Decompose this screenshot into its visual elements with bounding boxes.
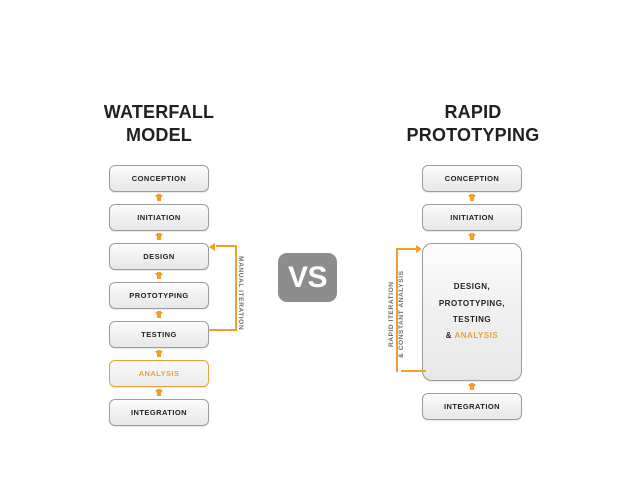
loop-vertical-segment	[396, 248, 398, 372]
rapid-iteration-caption-line1: RAPID ITERATION	[387, 281, 395, 348]
node-label: ANALYSIS	[138, 369, 180, 378]
waterfall-flow: CONCEPTION INITIATION DESIGN PROTOTYPING…	[109, 165, 209, 426]
connector-arrow	[422, 192, 522, 204]
arrow-down-icon	[155, 311, 163, 318]
node-label: INITIATION	[137, 213, 181, 222]
loop-vertical-segment	[235, 245, 237, 331]
connector-arrow	[109, 270, 209, 282]
connector-arrow	[109, 192, 209, 204]
loop-bottom-segment	[401, 370, 426, 372]
loop-top-segment	[396, 248, 416, 250]
connector-arrow	[109, 309, 209, 321]
manual-iteration-loop	[209, 243, 241, 331]
manual-iteration-caption: MANUAL ITERATION	[237, 256, 245, 331]
combined-line-2: PROTOTYPING,	[438, 298, 506, 308]
node-label: TESTING	[141, 330, 177, 339]
node-analysis-left[interactable]: ANALYSIS	[109, 360, 209, 387]
combined-line-1: DESIGN,	[453, 282, 491, 292]
node-label: INITIATION	[450, 213, 494, 222]
arrow-down-icon	[155, 350, 163, 357]
arrow-down-icon	[468, 383, 476, 390]
loop-arrowhead-icon	[416, 245, 422, 253]
connector-arrow	[109, 348, 209, 360]
combined-node-label: DESIGN, PROTOTYPING, TESTING & ANALYSIS	[439, 279, 505, 345]
node-initiation-right[interactable]: INITIATION	[422, 204, 522, 231]
node-initiation-left[interactable]: INITIATION	[109, 204, 209, 231]
versus-label: VS	[287, 260, 328, 294]
node-label: DESIGN	[143, 252, 175, 261]
connector-arrow	[109, 387, 209, 399]
node-integration-left[interactable]: INTEGRATION	[109, 399, 209, 426]
connector-arrow	[109, 231, 209, 243]
node-conception-left[interactable]: CONCEPTION	[109, 165, 209, 192]
node-label: CONCEPTION	[444, 174, 500, 183]
loop-arrowhead-icon	[209, 243, 215, 251]
node-integration-right[interactable]: INTEGRATION	[422, 393, 522, 420]
waterfall-model-title: WATERFALL MODEL	[103, 102, 215, 145]
node-combined-design-prototyping-testing-analysis[interactable]: DESIGN, PROTOTYPING, TESTING & ANALYSIS	[422, 243, 522, 381]
node-label: CONCEPTION	[131, 174, 187, 183]
loop-top-segment	[216, 245, 237, 247]
arrow-down-icon	[155, 233, 163, 240]
node-label: INTEGRATION	[443, 402, 501, 411]
connector-arrow	[422, 381, 522, 393]
arrow-down-icon	[155, 194, 163, 201]
arrow-down-icon	[155, 389, 163, 396]
loop-bottom-segment	[209, 329, 235, 331]
combined-line-4-accent: ANALYSIS	[454, 331, 499, 341]
rapid-iteration-caption-line2: & CONSTANT ANALYSIS	[398, 270, 405, 358]
node-testing-left[interactable]: TESTING	[109, 321, 209, 348]
versus-badge: VS	[278, 253, 337, 302]
rapid-iteration-caption: RAPID ITERATION & CONSTANT ANALYSIS	[387, 263, 407, 365]
node-label: PROTOTYPING	[129, 291, 189, 300]
combined-line-4-prefix: &	[445, 331, 455, 341]
connector-arrow	[422, 231, 522, 243]
node-prototyping-left[interactable]: PROTOTYPING	[109, 282, 209, 309]
arrow-down-icon	[155, 272, 163, 279]
node-conception-right[interactable]: CONCEPTION	[422, 165, 522, 192]
arrow-down-icon	[468, 233, 476, 240]
rapid-prototyping-flow: CONCEPTION INITIATION DESIGN, PROTOTYPIN…	[422, 165, 522, 420]
combined-line-3: TESTING	[452, 315, 492, 324]
node-design-left[interactable]: DESIGN	[109, 243, 209, 270]
arrow-down-icon	[468, 194, 476, 201]
rapid-prototyping-title: RAPID PROTOTYPING	[406, 102, 540, 145]
rapid-iteration-loop	[396, 245, 426, 372]
node-label: INTEGRATION	[130, 408, 188, 417]
